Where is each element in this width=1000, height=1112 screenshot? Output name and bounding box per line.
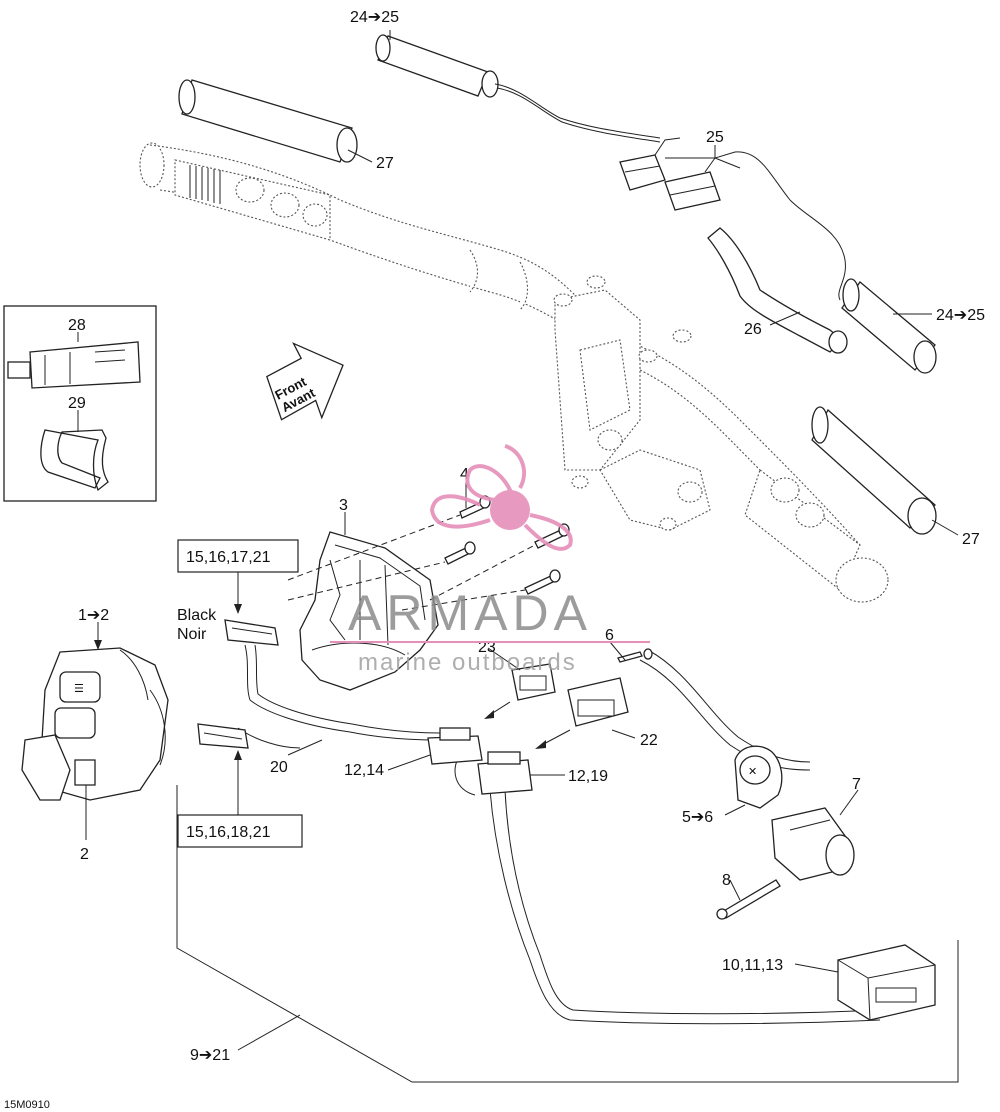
handlebar xyxy=(139,142,889,603)
propeller-logo-icon xyxy=(429,444,573,551)
noir-label: Noir xyxy=(177,626,207,643)
box-top-label: 15,16,17,21 xyxy=(186,549,271,566)
callout-2: 2 xyxy=(80,846,89,863)
arrows xyxy=(484,701,571,749)
box-top-frame xyxy=(177,539,299,573)
callout-28: 28 xyxy=(68,317,86,334)
clip-29 xyxy=(40,429,109,492)
callout-26: 26 xyxy=(744,321,762,338)
callout-6: 6 xyxy=(605,627,614,644)
connector-10-11-13 xyxy=(837,944,936,1021)
callout-27-right: 27 xyxy=(962,531,980,548)
connector-black xyxy=(224,619,279,646)
grip-sleeve-24-25-right xyxy=(841,278,937,374)
callout-24-25-right: 24➔25 xyxy=(936,307,985,324)
connectors-25 xyxy=(619,137,846,301)
watermark: ARMADA marine outboards xyxy=(330,444,650,676)
callout-12-19: 12,19 xyxy=(568,768,608,785)
pin-8 xyxy=(716,879,781,920)
watermark-tagline: marine outboards xyxy=(358,649,577,676)
callout-23: 23 xyxy=(478,639,496,656)
callout-5-6: 5➔6 xyxy=(682,809,713,826)
connector-lower xyxy=(197,723,249,749)
plug-22 xyxy=(567,677,629,727)
callout-3: 3 xyxy=(339,497,348,514)
callout-1-2: 1➔2 xyxy=(78,607,109,624)
grip-sleeve-27-top xyxy=(178,79,358,163)
callout-12-14: 12,14 xyxy=(344,762,384,779)
part-7 xyxy=(771,807,855,881)
watermark-brand: ARMADA xyxy=(348,585,592,641)
svg-text:☰: ☰ xyxy=(74,683,84,695)
harness-20 xyxy=(237,644,881,1025)
pin-6 xyxy=(617,648,653,663)
callout-29: 29 xyxy=(68,395,86,412)
callout-24-25-top: 24➔25 xyxy=(350,9,399,26)
callout-20: 20 xyxy=(270,759,288,776)
leader-lines xyxy=(77,30,959,1051)
tube-26 xyxy=(707,227,848,354)
connector-12-14 xyxy=(427,727,483,765)
svg-text:✕: ✕ xyxy=(748,766,757,778)
callout-22: 22 xyxy=(640,732,658,749)
harness-frame xyxy=(176,785,959,1083)
switch-assembly-1-2: ☰ xyxy=(21,647,169,801)
box-bottom-frame xyxy=(177,814,303,848)
grip-sleeve-27-right xyxy=(811,406,937,535)
connector-12-19 xyxy=(477,751,533,795)
callout-8: 8 xyxy=(722,872,731,889)
callout-7: 7 xyxy=(852,776,861,793)
figure-code: 15M0910 xyxy=(4,1099,50,1111)
callout-9-21: 9➔21 xyxy=(190,1047,230,1064)
plug-23 xyxy=(511,663,556,701)
black-label: Black xyxy=(177,607,217,624)
callout-4: 4 xyxy=(460,466,469,483)
grip-sleeve-24-25-top xyxy=(375,34,661,143)
inset-box xyxy=(3,305,157,502)
callout-25: 25 xyxy=(706,129,724,146)
callout-10-11-13: 10,11,13 xyxy=(722,957,783,974)
switch-5-6: ✕ xyxy=(734,745,783,809)
front-arrow: Front Avant xyxy=(266,342,344,421)
callout-27-top: 27 xyxy=(376,155,394,172)
grease-tube-28 xyxy=(7,341,141,389)
housing-3 xyxy=(299,531,439,691)
box-bottom-label: 15,16,18,21 xyxy=(186,824,271,841)
screws-4 xyxy=(287,495,570,611)
grip-texture xyxy=(189,165,328,227)
